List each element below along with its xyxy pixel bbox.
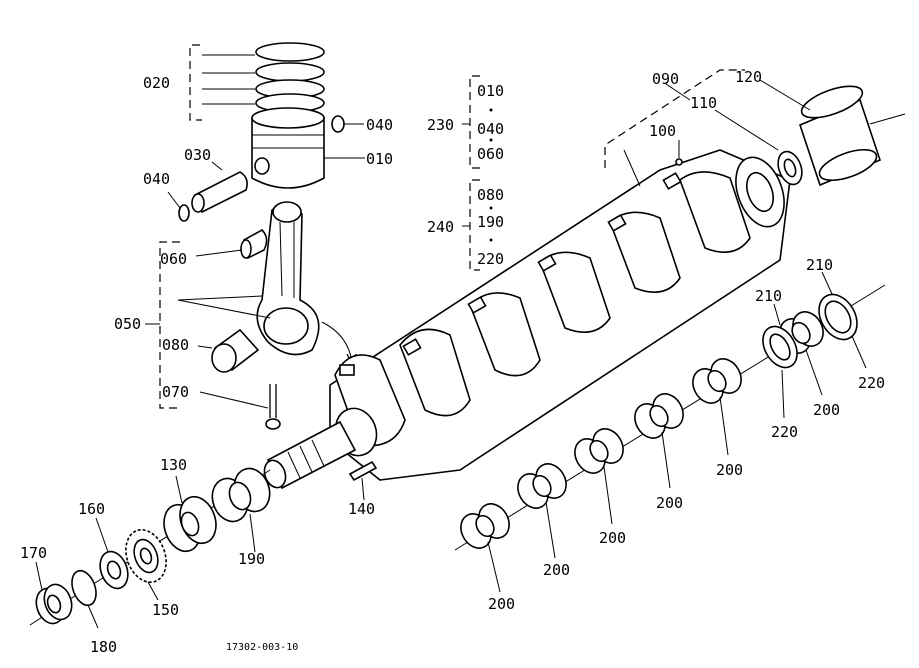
label-200-4: 200	[656, 494, 683, 512]
label-set-080: 080	[477, 186, 504, 204]
label-080-rod: 080	[162, 336, 189, 354]
label-210-upper: 210	[806, 256, 833, 274]
label-030: 030	[184, 146, 211, 164]
connecting-rod-bolt	[199, 384, 281, 430]
main-bearing-1	[460, 503, 510, 593]
oil-plug	[675, 158, 683, 166]
drawing-code: 17302-003-10	[226, 642, 298, 653]
label-200-2: 200	[543, 561, 570, 579]
label-060-rod: 060	[160, 250, 187, 268]
thrust-washer-lower	[762, 303, 798, 419]
label-240: 240	[427, 218, 454, 236]
label-200-1: 200	[488, 595, 515, 613]
main-bearing-5	[692, 358, 742, 456]
o-ring	[71, 569, 99, 629]
crankshaft-assembly-bracket	[604, 69, 745, 168]
snap-ring-left	[167, 191, 190, 222]
small-end-bushing	[195, 229, 268, 260]
label-200-3: 200	[599, 529, 626, 547]
label-090: 090	[652, 70, 679, 88]
label-170: 170	[20, 544, 47, 562]
front-oil-seal	[35, 561, 73, 625]
collar	[95, 517, 129, 590]
label-set-060: 060	[477, 145, 504, 163]
main-bearing-3	[574, 428, 624, 525]
label-150: 150	[152, 601, 179, 619]
crankshaft	[263, 149, 791, 490]
piston-rings	[189, 42, 325, 121]
rear-oil-seal	[759, 79, 906, 187]
label-230: 230	[427, 116, 454, 134]
label-220-upper: 220	[858, 374, 885, 392]
crankshaft-gear	[163, 475, 217, 553]
set-230-bracket	[469, 75, 480, 169]
connecting-rod	[256, 201, 320, 356]
label-140: 140	[348, 500, 375, 518]
label-050: 050	[114, 315, 141, 333]
front-bushing	[211, 467, 271, 553]
label-200-5: 200	[716, 461, 743, 479]
rear-bearing	[714, 109, 803, 186]
label-120: 120	[735, 68, 762, 86]
label-040-right: 040	[366, 116, 393, 134]
label-set-040: 040	[477, 120, 504, 138]
connecting-rod-bearing	[197, 328, 260, 373]
label-070: 070	[162, 383, 189, 401]
label-160: 160	[78, 500, 105, 518]
oil-pump-gear	[125, 529, 167, 601]
set-240-bracket	[469, 179, 480, 271]
main-bearing-6	[779, 311, 824, 396]
label-130: 130	[160, 456, 187, 474]
label-set-190: 190	[477, 213, 504, 231]
snap-ring-right	[331, 115, 364, 133]
main-bearing-2	[517, 463, 567, 559]
thrust-washer-upper	[818, 271, 867, 369]
label-190: 190	[238, 550, 265, 568]
label-200-6: 200	[813, 401, 840, 419]
label-040-left: 040	[143, 170, 170, 188]
label-020: 020	[143, 74, 170, 92]
main-bearing-4	[634, 393, 684, 489]
piston	[251, 107, 365, 189]
label-set-010: 010	[477, 82, 504, 100]
label-220-lower: 220	[771, 423, 798, 441]
label-210-lower: 210	[755, 287, 782, 305]
rod-assembly-bracket	[159, 241, 180, 409]
crankshaft-key	[348, 460, 378, 501]
label-110: 110	[690, 94, 717, 112]
label-100: 100	[649, 122, 676, 140]
label-010: 010	[366, 150, 393, 168]
label-set-220: 220	[477, 250, 504, 268]
label-180: 180	[90, 638, 117, 656]
piston-pin	[191, 161, 248, 214]
